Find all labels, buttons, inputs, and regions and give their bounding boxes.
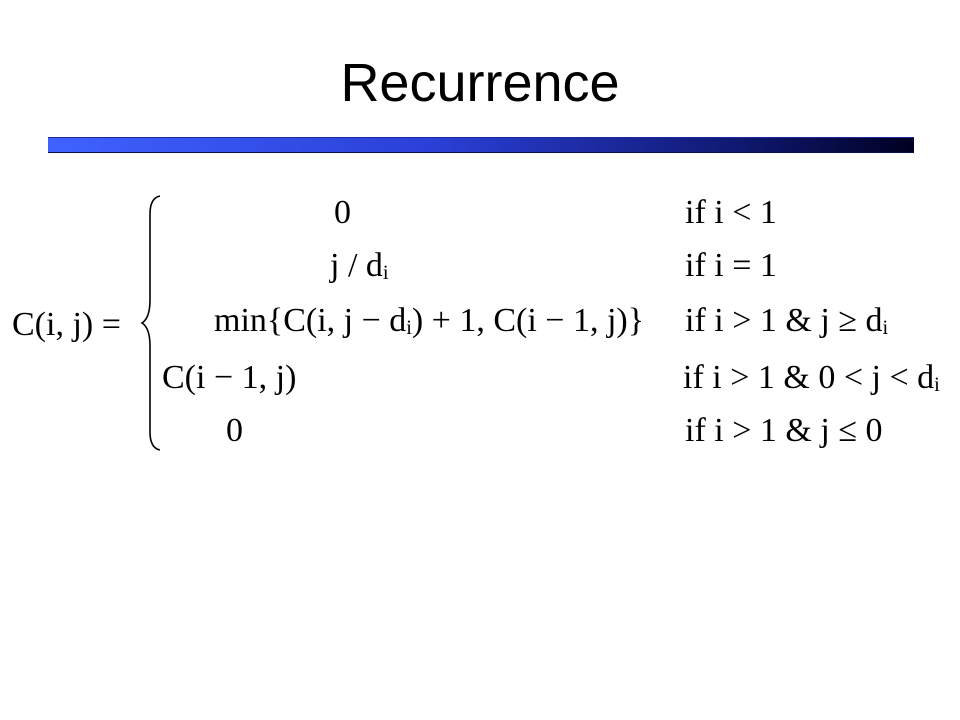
case-2-condition: if i = 1 — [685, 247, 777, 284]
title-underline-bar — [48, 137, 914, 153]
case-5-condition: if i > 1 & j ≤ 0 — [685, 412, 883, 449]
case-3-expression: min{C(i, j − dᵢ) + 1, C(i − 1, j)} — [214, 302, 645, 339]
case-3-condition: if i > 1 & j ≥ dᵢ — [685, 302, 889, 339]
case-4-condition: if i > 1 & 0 < j < dᵢ — [683, 359, 940, 396]
case-1-condition: if i < 1 — [685, 194, 777, 231]
slide-title: Recurrence — [340, 53, 620, 113]
case-4-expression: C(i − 1, j) — [162, 359, 297, 396]
case-2-expression: j / dᵢ — [330, 247, 389, 284]
case-5-expression: 0 — [226, 412, 243, 449]
case-1-expression: 0 — [334, 194, 351, 231]
equation-lhs: C(i, j) = — [12, 306, 121, 343]
left-brace-icon — [140, 195, 161, 451]
